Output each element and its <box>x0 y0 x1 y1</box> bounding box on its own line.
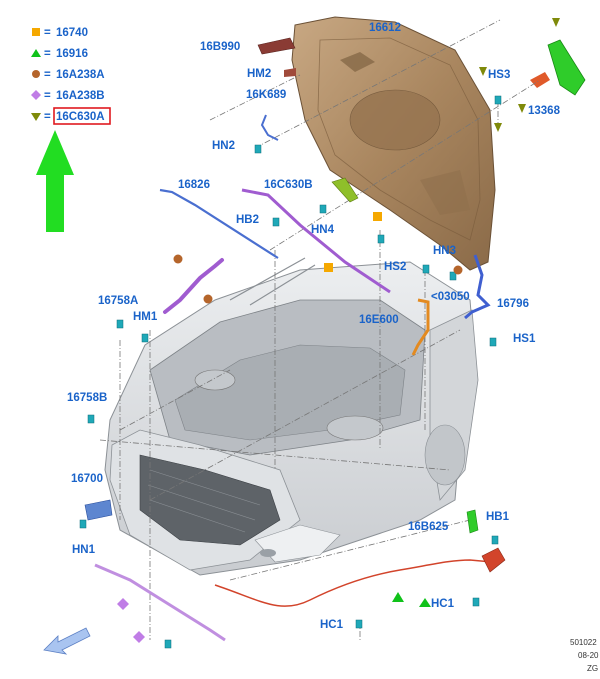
label-hb1: HB1 <box>486 511 510 523</box>
circle-marker-icon <box>453 265 463 275</box>
part-labels: 16612 16B990 HM2 16K689 HN2 HS3 13368 16… <box>67 22 561 631</box>
label-16e600: 16E600 <box>359 314 399 326</box>
circle-marker-icon <box>173 254 183 264</box>
legend-part-16c630a: 16C630A <box>56 111 105 123</box>
seal-16758a-part <box>163 258 224 314</box>
diamond-marker-icon <box>133 631 145 643</box>
circle-marker-icon <box>203 294 213 304</box>
label-16758b: 16758B <box>67 392 107 404</box>
cable-16k689-part <box>260 114 279 141</box>
switch-16e600-part <box>411 298 430 356</box>
label-16612: 16612 <box>369 22 401 34</box>
legend-highlight-box <box>53 107 111 125</box>
label-03050: <03050 <box>431 291 470 303</box>
square-marker-icon <box>373 212 382 221</box>
label-16700: 16700 <box>71 473 103 485</box>
legend-eq: = <box>44 27 51 39</box>
legend-part-16a238b: 16A238B <box>56 90 105 102</box>
green-arrow-icon <box>36 130 74 232</box>
triangle-up-marker-icon <box>392 592 404 602</box>
front-direction-arrow-icon <box>43 627 91 655</box>
release-cable-part <box>214 559 493 607</box>
legend: = 16740 = 16916 = 16A238A = 16A238B = 16… <box>31 27 111 125</box>
lower-seal-part <box>94 563 226 642</box>
diamond-marker-icon <box>117 598 129 610</box>
label-16826: 16826 <box>178 179 210 191</box>
label-hs1: HS1 <box>513 333 536 345</box>
label-hm2: HM2 <box>247 68 271 80</box>
hood-bumper-part <box>257 37 296 55</box>
legend-eq: = <box>44 111 51 123</box>
legend-eq: = <box>44 90 51 102</box>
legend-eq: = <box>44 69 51 81</box>
footer-code-2: 08-20 <box>578 651 599 660</box>
triangle-down-marker-icon <box>479 67 487 76</box>
label-hb2: HB2 <box>236 214 259 226</box>
label-hs2: HS2 <box>384 261 406 273</box>
leader-lines <box>99 19 541 640</box>
triangle-down-marker-icon <box>494 123 502 132</box>
car-front-body <box>104 257 479 576</box>
footer-code-3: ZG <box>587 664 598 673</box>
legend-part-16a238a: 16A238A <box>56 69 105 81</box>
legend-part-16740: 16740 <box>56 27 88 39</box>
legend-eq: = <box>44 48 51 60</box>
hm2-fastener-icon <box>284 68 296 77</box>
legend-triangle-down-icon <box>31 113 41 121</box>
label-hn2: HN2 <box>212 140 235 152</box>
part-16b625 <box>466 509 479 534</box>
legend-circle-icon <box>32 70 40 78</box>
label-16b990: 16B990 <box>200 41 240 53</box>
label-13368: 13368 <box>528 105 561 117</box>
label-16k689: 16K689 <box>246 89 286 101</box>
hood-latch-part <box>84 499 113 521</box>
latch-bracket-part <box>464 254 491 320</box>
label-hm1: HM1 <box>133 311 158 323</box>
label-16b625: 16B625 <box>408 521 449 533</box>
legend-part-16916: 16916 <box>56 48 88 60</box>
triangle-down-marker-icon <box>552 18 560 27</box>
triangle-down-marker-icon <box>518 104 526 113</box>
label-16758a: 16758A <box>98 295 138 307</box>
insulator-16c630b-part <box>331 177 359 203</box>
label-hc1-bottom: HC1 <box>320 619 344 631</box>
label-16c630b: 16C630B <box>264 179 313 191</box>
label-hs3: HS3 <box>488 69 510 81</box>
label-hn3: HN3 <box>433 245 456 257</box>
legend-diamond-icon <box>31 90 41 100</box>
triangle-up-marker-icon <box>419 598 431 607</box>
label-hn1: HN1 <box>72 544 96 556</box>
long-hood-seal-part <box>241 188 391 294</box>
release-handle-part <box>481 547 506 573</box>
square-marker-icon <box>324 263 333 272</box>
clip-markers <box>79 95 502 649</box>
green-insulator-part <box>547 39 586 96</box>
label-hn4: HN4 <box>311 224 335 236</box>
prop-rod-part <box>159 188 279 259</box>
label-16796: 16796 <box>497 298 529 310</box>
legend-triangle-up-icon <box>31 49 41 57</box>
hood-panel <box>291 16 496 271</box>
footer-code-1: 501022 <box>570 638 597 647</box>
label-hc1-right: HC1 <box>431 598 455 610</box>
legend-square-icon <box>32 28 40 36</box>
